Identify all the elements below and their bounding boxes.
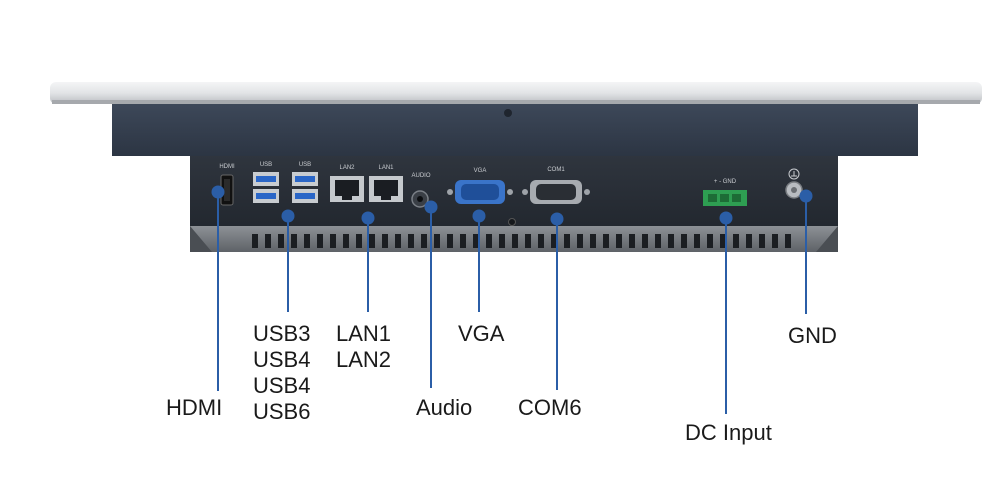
screw-hole bbox=[508, 218, 516, 226]
vent-slot bbox=[395, 234, 401, 248]
vent-slot bbox=[577, 234, 583, 248]
vent-slot bbox=[720, 234, 726, 248]
vent-slot bbox=[590, 234, 596, 248]
callout-lan-label-1: LAN1 bbox=[336, 321, 392, 346]
lan1-port bbox=[369, 176, 403, 202]
callout-dc: DC Input bbox=[685, 420, 772, 446]
vent-slot bbox=[434, 234, 440, 248]
dc-terminal bbox=[703, 190, 747, 206]
vent-slot bbox=[343, 234, 349, 248]
vent-slot bbox=[369, 234, 375, 248]
callout-audio: Audio bbox=[416, 395, 472, 421]
vent-slot bbox=[278, 234, 284, 248]
callout-lan: LAN1 LAN2 bbox=[336, 321, 391, 373]
lan2-port bbox=[330, 176, 364, 202]
pointer-dot-lan bbox=[361, 211, 375, 225]
vent-slot bbox=[265, 234, 271, 248]
vent-slot bbox=[447, 234, 453, 248]
callout-hdmi-label: HDMI bbox=[166, 395, 223, 420]
callout-audio-label: Audio bbox=[416, 395, 473, 420]
front-bezel bbox=[50, 82, 982, 104]
vent-slot bbox=[330, 234, 336, 248]
vent-slot bbox=[681, 234, 687, 248]
pointer-lines bbox=[211, 185, 813, 414]
callout-com: COM6 bbox=[518, 395, 582, 421]
pointer-dot-usb bbox=[281, 209, 295, 223]
vent-slot bbox=[772, 234, 778, 248]
pointer-dot-gnd bbox=[799, 189, 813, 203]
callout-vga: VGA bbox=[458, 321, 504, 347]
vent-slot bbox=[746, 234, 752, 248]
vent-slot bbox=[525, 234, 531, 248]
pointer-dot-com bbox=[550, 212, 564, 226]
callout-dc-label: DC Input bbox=[685, 420, 772, 445]
vent-slot bbox=[616, 234, 622, 248]
vent-slot bbox=[252, 234, 258, 248]
vent-slot bbox=[486, 234, 492, 248]
vent-slot bbox=[564, 234, 570, 248]
vent-slot bbox=[642, 234, 648, 248]
callout-usb-label-4: USB6 bbox=[253, 399, 311, 424]
callout-lan-label-2: LAN2 bbox=[336, 347, 392, 372]
vent-slot bbox=[499, 234, 505, 248]
callout-usb-label-3: USB4 bbox=[253, 373, 311, 398]
vent-slot bbox=[382, 234, 388, 248]
vent-slot bbox=[655, 234, 661, 248]
vent-slot bbox=[408, 234, 414, 248]
vent-slot bbox=[603, 234, 609, 248]
back-panel bbox=[112, 104, 918, 156]
callout-usb-label-2: USB4 bbox=[253, 347, 311, 372]
pointer-dot-vga bbox=[472, 209, 486, 223]
callout-usb-label-1: USB3 bbox=[253, 321, 311, 346]
callout-com-label: COM6 bbox=[518, 395, 582, 420]
silk-lan1: LAN1 bbox=[378, 165, 394, 171]
vent-slot bbox=[629, 234, 635, 248]
vga-port bbox=[447, 180, 513, 204]
pointer-dot-audio bbox=[424, 200, 438, 214]
vent-slot bbox=[512, 234, 518, 248]
callout-usb: USB3 USB4 USB4 USB6 bbox=[253, 321, 310, 425]
callout-gnd: GND bbox=[788, 323, 837, 349]
vent-slot bbox=[356, 234, 362, 248]
silk-dc: + - GND bbox=[714, 179, 737, 185]
vent-slot bbox=[759, 234, 765, 248]
vent-slots bbox=[252, 234, 791, 248]
callout-gnd-label: GND bbox=[788, 323, 837, 348]
silk-lan2: LAN2 bbox=[339, 165, 355, 171]
silkscreen-labels: HDMI USB USB LAN2 LAN1 AUDIO VGA COM1 + … bbox=[219, 162, 736, 185]
silk-com: COM1 bbox=[547, 167, 565, 173]
silk-vga: VGA bbox=[474, 168, 487, 174]
vent-slot bbox=[694, 234, 700, 248]
usb-port-right bbox=[292, 172, 318, 203]
vent-slot bbox=[733, 234, 739, 248]
vent-slot bbox=[421, 234, 427, 248]
vent-slot bbox=[317, 234, 323, 248]
pointer-dot-dc bbox=[719, 211, 733, 225]
vent-slot bbox=[551, 234, 557, 248]
com-port bbox=[522, 180, 590, 204]
vent-slot bbox=[707, 234, 713, 248]
vent-slot bbox=[304, 234, 310, 248]
vent-slot bbox=[668, 234, 674, 248]
pointer-dot-hdmi bbox=[211, 185, 225, 199]
vent-slot bbox=[460, 234, 466, 248]
callout-hdmi: HDMI bbox=[166, 395, 222, 421]
silk-usb-left: USB bbox=[260, 162, 272, 168]
usb-port-left bbox=[253, 172, 279, 203]
vent-slot bbox=[473, 234, 479, 248]
silk-usb-right: USB bbox=[299, 162, 311, 168]
silk-hdmi: HDMI bbox=[219, 164, 235, 170]
callout-vga-label: VGA bbox=[458, 321, 505, 346]
gnd-screw bbox=[785, 168, 803, 199]
silk-audio: AUDIO bbox=[411, 173, 430, 179]
vent-slot bbox=[785, 234, 791, 248]
vent-slot bbox=[291, 234, 297, 248]
audio-jack bbox=[411, 190, 429, 208]
vent-slot bbox=[538, 234, 544, 248]
